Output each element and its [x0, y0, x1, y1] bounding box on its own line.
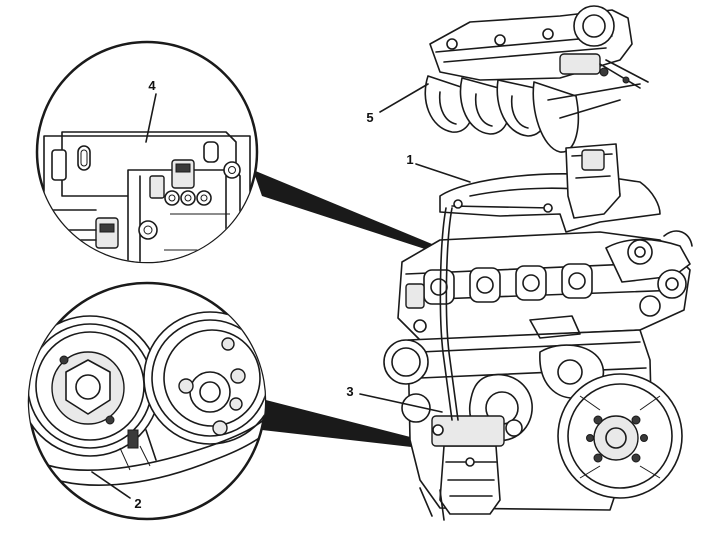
callout-5-leader [379, 83, 429, 113]
detail-circle-top: 4 [35, 40, 432, 264]
callout-3: 3 [346, 384, 353, 399]
detail-bottom-leader-wedge [258, 398, 422, 448]
callout-2: 2 [134, 496, 141, 511]
callout-3-leader [359, 393, 443, 413]
intake-manifold: 5 [366, 5, 649, 153]
callout-2-leader [91, 471, 131, 499]
detail-bottom-contents [29, 311, 265, 486]
detail-top-contents [43, 131, 251, 262]
crank-bolt-hex [65, 359, 111, 415]
engine-block: 3 [346, 207, 693, 521]
manifold-gasket-cover: 1 [406, 143, 661, 233]
detail-top-leader-wedge [253, 170, 432, 250]
callout-1: 1 [406, 152, 413, 167]
callout-4-leader [145, 93, 157, 143]
detail-circle-bottom: 2 [27, 281, 422, 521]
callout-4: 4 [148, 78, 156, 93]
callout-5: 5 [366, 110, 373, 125]
callout-1-leader [415, 163, 471, 183]
